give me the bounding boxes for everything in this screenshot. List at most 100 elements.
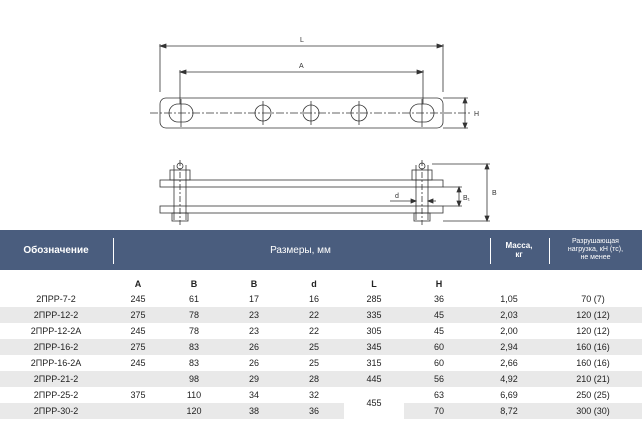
cell-H: 70 (404, 403, 474, 419)
cell-A: 375 (130, 390, 146, 400)
cell-B1: 23 (248, 326, 259, 336)
header-load-line3: не менее (580, 254, 611, 261)
cell-B: 98 (164, 371, 224, 387)
cell-mass: 8,72 (474, 403, 544, 419)
specs-table: A B B d L H 2ПРР-7-2 245 61 17 16 285 36… (0, 276, 642, 419)
cell-mass: 1,05 (500, 294, 518, 304)
subheader-d: d (311, 278, 317, 289)
cell-H: 36 (433, 294, 444, 304)
cell-B1: 38 (224, 403, 284, 419)
cell-load: 120 (12) (576, 326, 610, 336)
cell-d: 22 (308, 326, 319, 336)
cell-L: 315 (366, 358, 382, 368)
cell-load: 70 (7) (581, 294, 605, 304)
cell-B1: 26 (248, 358, 259, 368)
cell-d: 22 (284, 307, 344, 323)
header-divider (490, 238, 491, 264)
cell-A: 275 (112, 339, 164, 355)
cell-B: 83 (188, 358, 199, 368)
cell-A: 275 (112, 307, 164, 323)
subheader-B1: B (250, 278, 258, 289)
subheader-blank (474, 276, 544, 291)
cell-mass: 6,69 (500, 390, 518, 400)
cell-H: 60 (404, 339, 474, 355)
cell-B1: 29 (224, 371, 284, 387)
cell-A: 245 (130, 326, 146, 336)
cell-L: 305 (366, 326, 382, 336)
cell-mass: 2,94 (474, 339, 544, 355)
header-load-line2: нагрузка, кН (тс), (567, 246, 624, 253)
dim-B1-label: B₁ (463, 195, 471, 202)
subheader-H: H (435, 278, 443, 289)
cell-d: 25 (284, 339, 344, 355)
cell-mass: 2,03 (474, 307, 544, 323)
cell-d: 25 (308, 358, 319, 368)
cell-H: 63 (433, 390, 444, 400)
cell-H: 56 (404, 371, 474, 387)
table-row: 2ПРР-7-2 245 61 17 16 285 36 1,05 70 (7) (0, 291, 642, 307)
cell-L: 345 (344, 339, 404, 355)
cell-B: 83 (164, 339, 224, 355)
cell-load: 160 (16) (576, 358, 610, 368)
table-header: Обозначение Размеры, мм Масса, кг Разруш… (0, 230, 642, 270)
cell-load: 250 (25) (576, 390, 610, 400)
cell-H: 45 (404, 307, 474, 323)
cell-L: 285 (366, 294, 382, 304)
cell-L: 455 (366, 398, 382, 408)
cell-A (112, 371, 164, 387)
cell-A: 245 (130, 358, 146, 368)
cell-B: 61 (188, 294, 199, 304)
cell-B: 78 (188, 326, 199, 336)
header-designation: Обозначение (23, 244, 89, 256)
header-mass-line2: кг (515, 250, 523, 259)
header-load: Разрушающая нагрузка, кН (тс), не менее (549, 230, 642, 270)
cell-d: 16 (308, 294, 319, 304)
cell-H: 60 (433, 358, 444, 368)
dim-d-label: d (395, 193, 399, 200)
table-row: 2ПРР-12-2 275 78 23 22 335 45 2,03 120 (… (0, 307, 642, 323)
subheader-B: B (190, 278, 198, 289)
cell-load: 300 (30) (544, 403, 642, 419)
cell-name: 2ПРР-30-2 (0, 403, 112, 419)
cell-d: 36 (284, 403, 344, 419)
header-mass: Масса, кг (490, 230, 548, 270)
cell-B1: 23 (224, 307, 284, 323)
header-divider (113, 238, 114, 264)
cell-d: 28 (284, 371, 344, 387)
cell-A: 245 (130, 294, 146, 304)
cell-L: 445 (344, 371, 404, 387)
cell-load: 210 (21) (544, 371, 642, 387)
cell-load: 120 (12) (544, 307, 642, 323)
subheader-A: A (134, 278, 142, 289)
cell-d: 32 (308, 390, 319, 400)
dim-A-label: A (299, 63, 304, 70)
cell-H: 45 (433, 326, 444, 336)
cell-name: 2ПРР-21-2 (0, 371, 112, 387)
cell-name: 2ПРР-12-2 (0, 307, 112, 323)
cell-load: 160 (16) (544, 339, 642, 355)
dim-H-label: H (474, 111, 479, 118)
dim-B-label: B (492, 190, 497, 197)
cell-B1: 34 (248, 390, 259, 400)
dim-L-label: L (300, 37, 304, 44)
cell-B1: 17 (248, 294, 259, 304)
table-row: 2ПРР-30-2 120 38 36 70 8,72 300 (30) (0, 403, 642, 419)
subheader-L: L (371, 278, 377, 289)
subheader-row: A B B d L H (0, 276, 642, 291)
cell-A (112, 403, 164, 419)
cell-name: 2ПРР-12-2А (30, 326, 82, 336)
cell-mass: 4,92 (474, 371, 544, 387)
header-divider (549, 238, 550, 264)
technical-drawing: L A H d B₁ B (150, 37, 497, 225)
subheader-blank (544, 276, 642, 291)
table-row: 2ПРР-16-2 275 83 26 25 345 60 2,94 160 (… (0, 339, 642, 355)
cell-L: 335 (344, 307, 404, 323)
subheader-blank (0, 276, 112, 291)
table-row: 2ПРР-12-2А 245 78 23 22 305 45 2,00 120 … (0, 323, 642, 339)
cell-name: 2ПРР-16-2А (30, 358, 82, 368)
cell-B: 78 (164, 307, 224, 323)
header-load-line1: Разрушающая (572, 238, 619, 245)
table-row: 2ПРР-16-2А 245 83 26 25 315 60 2,66 160 … (0, 355, 642, 371)
cell-name: 2ПРР-7-2 (36, 294, 76, 304)
cell-B1: 26 (224, 339, 284, 355)
